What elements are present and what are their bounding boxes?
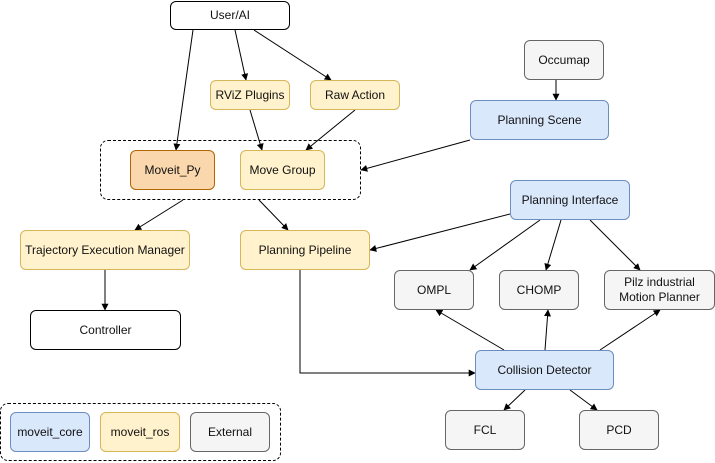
- pcd-node: PCD: [579, 410, 659, 450]
- fcl-node: FCL: [445, 410, 525, 450]
- controller-node: Controller: [30, 310, 181, 350]
- move-group-container: [100, 140, 361, 200]
- trajectory-execution-manager-node: Trajectory Execution Manager: [20, 230, 190, 270]
- edge-group-to-planning-pipeline: [258, 199, 289, 231]
- edge-collision-detector-to-ompl: [435, 309, 505, 351]
- ompl-node: OMPL: [394, 270, 474, 310]
- planning-interface-node: Planning Interface: [510, 180, 630, 220]
- edge-collision-detector-to-fcl: [503, 389, 526, 411]
- edge-raw-action-to-move-group: [305, 109, 356, 151]
- edge-pipeline-to-collision-detector: [299, 270, 476, 377]
- planning-pipeline-node: Planning Pipeline: [240, 230, 370, 270]
- edge-collision-detector-to-pilz: [599, 309, 661, 351]
- rviz-plugins-node: RViZ Plugins: [210, 80, 290, 110]
- edge-planning-scene-to-move-group: [360, 139, 471, 172]
- edge-user-to-moveit-py: [173, 29, 194, 151]
- edge-planning-interface-to-chomp: [544, 219, 562, 271]
- raw-action-node: Raw Action: [310, 80, 400, 110]
- pilz-planner-node: Pilz industrial Motion Planner: [604, 270, 715, 310]
- legend-external: External: [190, 412, 270, 452]
- occumap-node: Occumap: [524, 40, 604, 80]
- edge-planning-interface-to-pilz: [589, 219, 641, 271]
- planning-scene-node: Planning Scene: [470, 100, 609, 140]
- move-group-node: Move Group: [240, 150, 325, 190]
- edge-user-to-raw-action: [253, 29, 332, 81]
- user-ai-node: User/AI: [170, 1, 290, 30]
- legend-container: [0, 403, 281, 461]
- legend-moveit-core: moveit_core: [10, 412, 90, 452]
- edge-collision-detector-to-pcd: [569, 389, 598, 411]
- edge-collision-detector-to-chomp: [544, 309, 552, 351]
- moveit-py-node: Moveit_Py: [130, 150, 215, 190]
- edge-rviz-to-move-group: [249, 109, 264, 151]
- edge-group-to-trajectory-manager: [134, 199, 184, 231]
- legend-moveit-ros: moveit_ros: [100, 412, 180, 452]
- edge-planning-interface-to-pipeline: [369, 213, 511, 252]
- collision-detector-node: Collision Detector: [475, 350, 614, 390]
- edge-planning-interface-to-ompl: [469, 219, 541, 271]
- edge-user-to-rviz-plugins: [234, 29, 249, 81]
- chomp-node: CHOMP: [499, 270, 579, 310]
